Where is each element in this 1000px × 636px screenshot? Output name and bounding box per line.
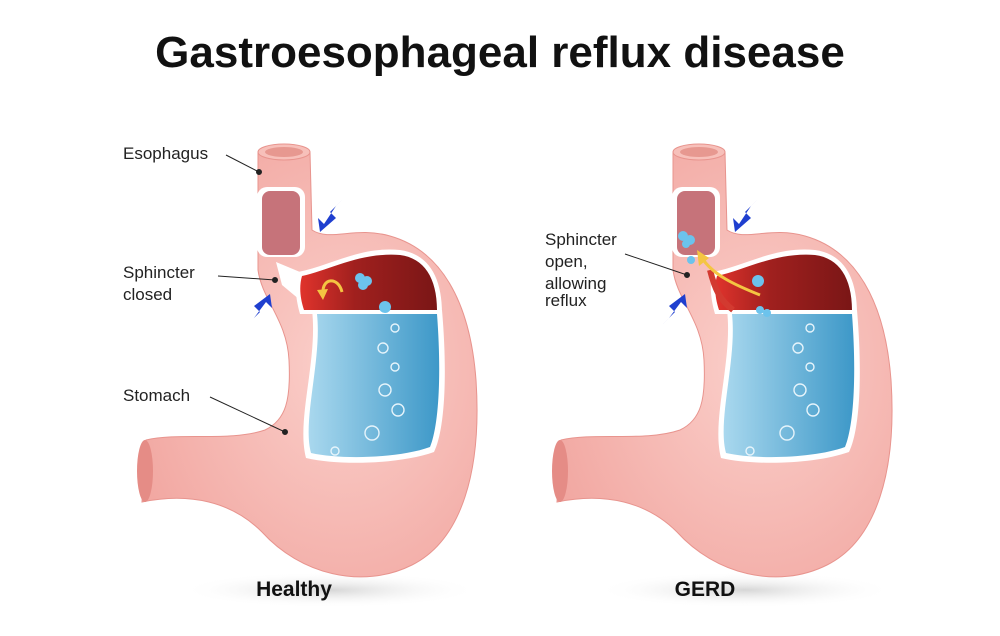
caption-gerd: GERD (674, 578, 736, 601)
label-gerd-line4: reflux (545, 291, 587, 310)
open-sphincter (707, 269, 735, 313)
leader-lines (209, 154, 288, 435)
caption-healthy: Healthy (256, 578, 332, 601)
label-stomach: Stomach (123, 386, 191, 405)
acid-bubbles (678, 231, 771, 317)
gerd-stomach (551, 143, 896, 609)
label-gerd-line1: Sphincter (545, 230, 617, 249)
page-title: Gastroesophageal reflux disease (155, 28, 845, 77)
label-esophagus: Esophagus (123, 144, 209, 163)
healthy-stomach (136, 143, 481, 609)
blue-arrow-icon (663, 200, 757, 324)
blue-arrow-icon (248, 200, 342, 324)
label-gerd-line3: allowing (545, 274, 607, 293)
closed-sphincter (276, 262, 300, 300)
label-gerd-line2: open, (545, 252, 588, 271)
label-sphincter: Sphincter (123, 263, 195, 282)
label-sphincter-closed: closed (123, 285, 173, 304)
acid-bubbles (355, 273, 391, 313)
yellow-flow-arrow-icon (700, 257, 761, 297)
